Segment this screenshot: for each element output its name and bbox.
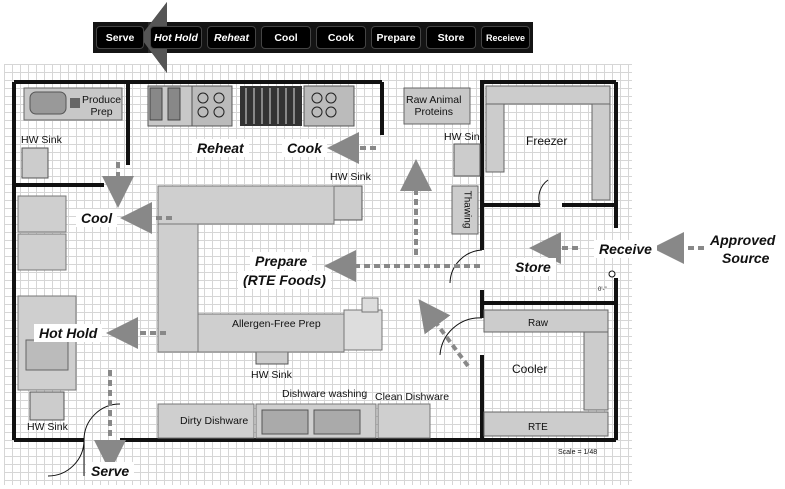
stage-hot-hold: Hot Hold bbox=[34, 324, 103, 342]
hw-sink-label-5: HW Sink bbox=[27, 421, 68, 433]
flow-step-prepare[interactable]: Prepare bbox=[371, 26, 421, 49]
raw-shelf-label: Raw bbox=[528, 318, 549, 329]
dishware-washing-label: Dishware washing bbox=[282, 388, 368, 400]
dirty-dishware-label: Dirty Dishware bbox=[180, 415, 249, 427]
freezer-label: Freezer bbox=[526, 134, 568, 148]
flow-step-store[interactable]: Store bbox=[426, 26, 476, 49]
stage-cool: Cool bbox=[76, 209, 118, 227]
rte-shelf-label: RTE bbox=[528, 422, 548, 433]
stage-source: Source bbox=[722, 250, 770, 266]
stage-store: Store bbox=[510, 258, 556, 276]
flow-step-serve[interactable]: Serve bbox=[96, 26, 144, 49]
stage-reheat: Reheat bbox=[192, 139, 249, 157]
produce-prep-label: Produce Prep bbox=[82, 94, 122, 118]
stage-receive: Receive bbox=[594, 240, 657, 258]
scale-label: Scale = 1/48 bbox=[558, 449, 598, 456]
stage-approved: Approved bbox=[710, 232, 776, 248]
stage-prepare-rte: (RTE Foods) bbox=[238, 271, 331, 289]
flow-step-cool[interactable]: Cool bbox=[261, 26, 311, 49]
flow-step-receive[interactable]: Receieve bbox=[481, 26, 530, 49]
clean-dishware-label: Clean Dishware bbox=[375, 391, 450, 403]
allergen-free-prep-label: Allergen-Free Prep bbox=[232, 318, 321, 330]
stage-prepare: Prepare bbox=[250, 252, 313, 270]
hw-sink-label-1: HW Sink bbox=[21, 134, 62, 146]
stage-serve: Serve bbox=[86, 462, 135, 480]
raw-animal-label: Raw Animal Proteins bbox=[406, 94, 462, 118]
hw-sink-label-4: HW Sink bbox=[251, 369, 292, 381]
thawing-label: Thawing bbox=[461, 190, 473, 229]
hw-sink-label-3: HW Sink bbox=[330, 171, 371, 183]
stage-cook: Cook bbox=[282, 139, 327, 157]
cooler-label: Cooler bbox=[512, 362, 548, 376]
flow-step-cook[interactable]: Cook bbox=[316, 26, 366, 49]
flow-step-reheat[interactable]: Reheat bbox=[207, 26, 256, 49]
flow-step-hot-hold[interactable]: Hot Hold bbox=[150, 26, 202, 49]
hw-sink-label-2: HW Sin bbox=[444, 131, 480, 143]
dimension-label: 0'-" bbox=[598, 287, 607, 293]
